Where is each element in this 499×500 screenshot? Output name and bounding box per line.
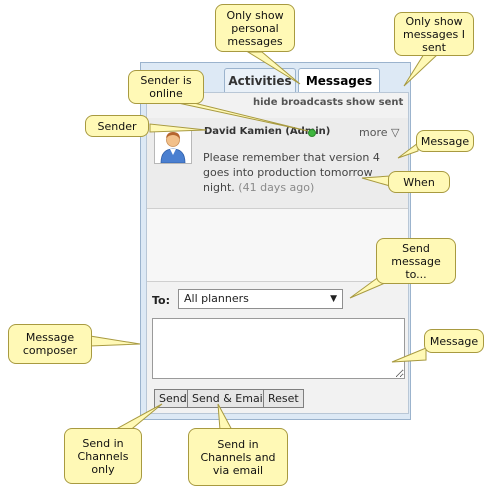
send-button[interactable]: Send (154, 389, 192, 408)
callout-tail-composer (89, 335, 141, 347)
callout-message-top: Message (416, 130, 474, 152)
message-body: Please remember that version 4 goes into… (203, 151, 380, 194)
to-label: To: (152, 294, 170, 307)
callout-when: When (388, 171, 450, 193)
message-composer[interactable] (152, 318, 405, 379)
recipient-select[interactable]: All planners ▼ (178, 289, 343, 309)
callout-message-bottom: Message (424, 329, 484, 353)
online-status-icon (308, 129, 316, 137)
user-avatar-icon (160, 132, 186, 164)
more-menu[interactable]: more ▽ (359, 126, 400, 139)
reset-button[interactable]: Reset (263, 389, 304, 408)
send-email-button[interactable]: Send & Email (187, 389, 271, 408)
sender-name[interactable]: David Kamien (Admin) (204, 126, 331, 137)
callout-sender: Sender (85, 115, 149, 137)
tab-messages[interactable]: Messages (298, 68, 380, 94)
callout-composer: Message composer (8, 324, 92, 364)
callout-personal: Only show personal messages (215, 4, 295, 52)
message-list-empty (147, 209, 408, 282)
callout-send-email: Send in Channels and via email (188, 428, 288, 486)
message-text: Please remember that version 4 goes into… (203, 150, 403, 195)
callout-send-to: Send message to... (376, 238, 456, 284)
callout-online: Sender is online (128, 70, 204, 104)
callout-send-channels: Send in Channels only (64, 428, 142, 484)
message-time: (41 days ago) (238, 181, 315, 194)
avatar (154, 128, 192, 164)
dropdown-arrow-icon: ▼ (330, 294, 337, 304)
tab-activities[interactable]: Activities (224, 68, 296, 92)
hide-broadcasts-link[interactable]: hide broadcasts (253, 97, 344, 108)
recipient-value: All planners (184, 292, 249, 305)
callout-sent: Only show messages I sent (394, 12, 474, 56)
show-sent-link[interactable]: show sent (346, 97, 404, 108)
